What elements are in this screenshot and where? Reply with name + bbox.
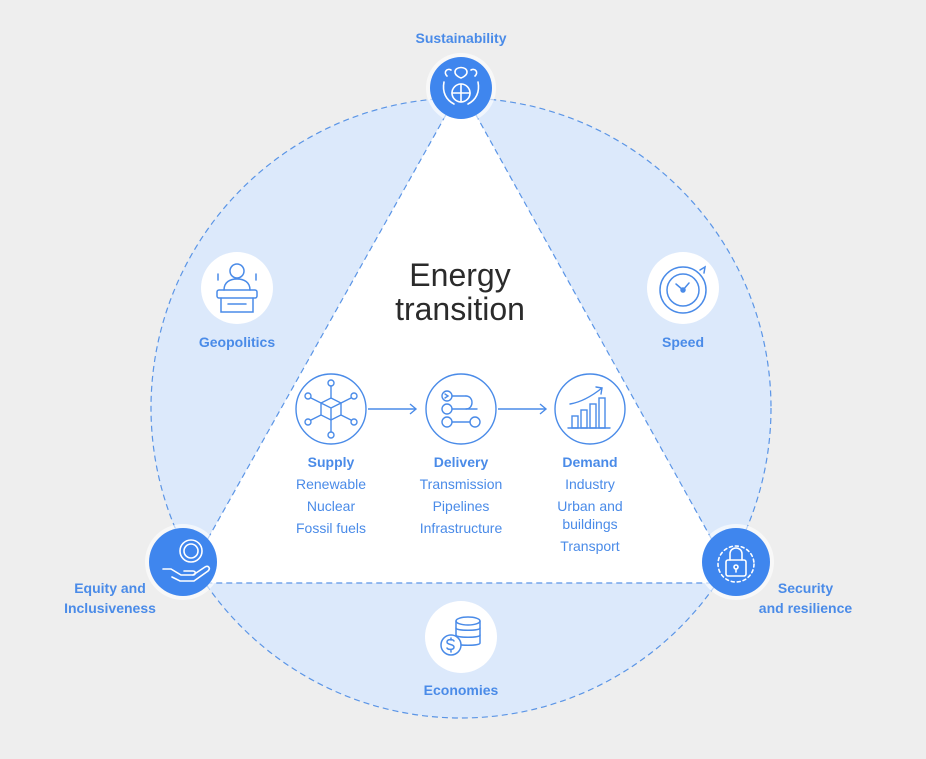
demand-column: Demand Industry Urban and buildings Tran… [515, 451, 665, 557]
sustainability-node [426, 53, 496, 123]
demand-item: Urban and buildings [557, 498, 623, 532]
network-cube-icon [295, 373, 367, 445]
central-triangle [181, 86, 738, 584]
stopwatch-icon [659, 265, 707, 314]
demand-item: Industry [565, 476, 615, 492]
page-title: Energy transition [330, 258, 590, 326]
padlock-icon [717, 545, 755, 583]
delivery-column: Delivery Transmission Pipelines Infrastr… [386, 451, 536, 539]
label-economies: Economies [423, 682, 499, 698]
speed-node [647, 252, 719, 324]
globe-in-hands-icon [442, 66, 480, 105]
label-equity-line2: Inclusiveness [64, 600, 156, 616]
title-line1: Energy [409, 257, 511, 293]
speaker-at-podium-icon [216, 263, 258, 313]
delivery-heading: Delivery [433, 454, 489, 470]
bar-chart-growth-icon [554, 373, 626, 445]
label-security: Security and resilience [748, 578, 863, 618]
label-equity-line1: Equity and [74, 580, 146, 596]
supply-item: Fossil fuels [295, 520, 367, 536]
supply-item: Renewable [295, 476, 367, 492]
flow-nodes-icon [425, 373, 497, 445]
arrow-supply-to-delivery [368, 403, 418, 415]
supply-item: Nuclear [306, 498, 356, 514]
label-equity: Equity and Inclusiveness [50, 578, 170, 618]
label-speed: Speed [661, 334, 704, 350]
coin-stack-icon [440, 616, 481, 656]
title-line2: transition [395, 291, 525, 327]
security-node [698, 524, 774, 600]
label-geopolitics: Geopolitics [198, 334, 276, 350]
supply-heading: Supply [307, 454, 355, 470]
equity-node [145, 524, 221, 600]
label-security-line1: Security [777, 580, 834, 596]
arrow-delivery-to-demand [498, 403, 548, 415]
coin-in-hand-icon [162, 539, 211, 582]
delivery-item: Pipelines [432, 498, 490, 514]
delivery-item: Transmission [419, 476, 503, 492]
geopolitics-node [201, 252, 273, 324]
label-sustainability: Sustainability [415, 30, 507, 46]
label-security-line2: and resilience [758, 600, 853, 616]
economies-node [425, 601, 497, 673]
supply-column: Supply Renewable Nuclear Fossil fuels [256, 451, 406, 539]
demand-heading: Demand [562, 454, 618, 470]
demand-item: Transport [560, 538, 620, 554]
delivery-item: Infrastructure [419, 520, 503, 536]
